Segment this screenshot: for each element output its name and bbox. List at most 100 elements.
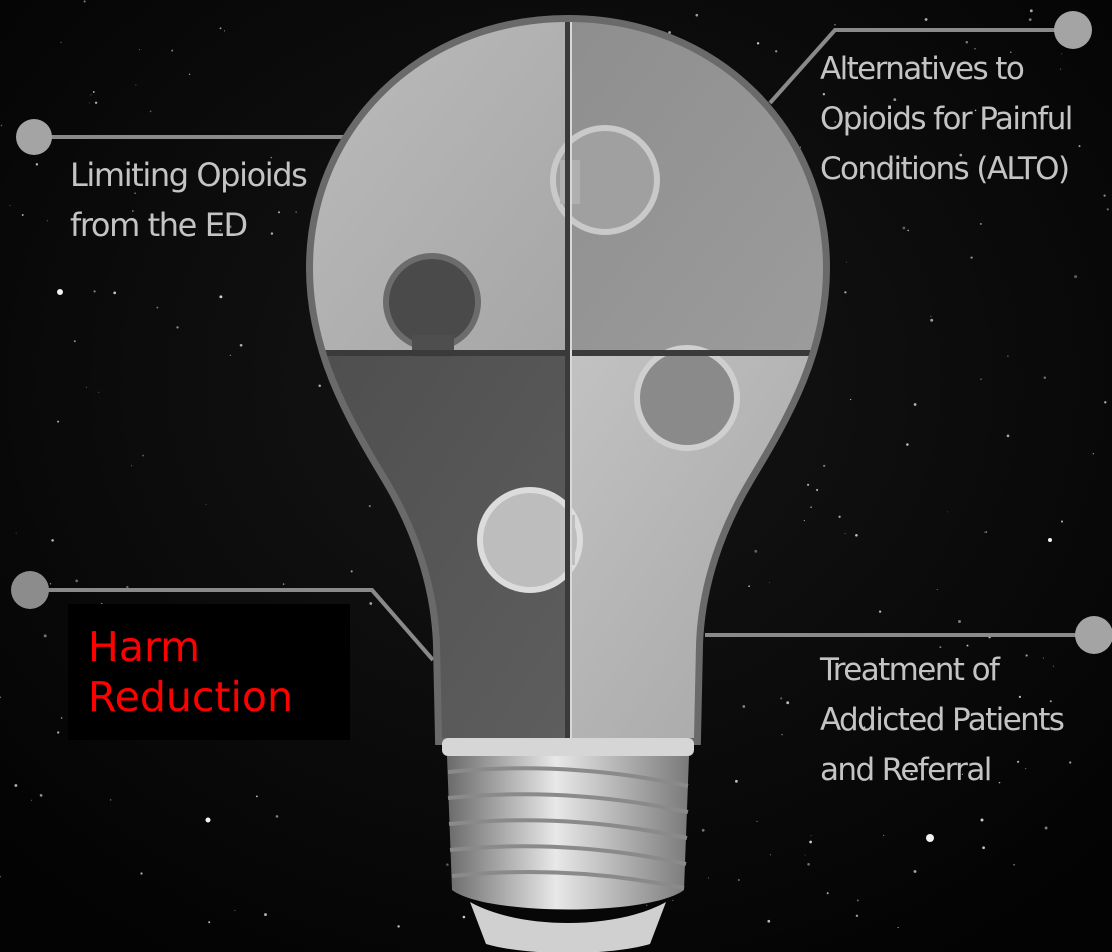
star bbox=[1043, 376, 1046, 379]
star bbox=[57, 420, 60, 423]
star bbox=[142, 454, 145, 457]
star bbox=[229, 354, 231, 356]
star bbox=[892, 162, 894, 164]
star bbox=[844, 533, 846, 535]
star bbox=[672, 899, 674, 902]
label-alto: Alternatives to Opioids for Painful Cond… bbox=[820, 44, 1073, 194]
label-line: Conditions (ALTO) bbox=[820, 151, 1070, 187]
star bbox=[810, 506, 812, 508]
star bbox=[781, 733, 783, 736]
star bbox=[834, 121, 836, 123]
star bbox=[397, 925, 400, 928]
star bbox=[855, 914, 859, 917]
star bbox=[277, 211, 281, 214]
star bbox=[1007, 355, 1009, 358]
star bbox=[90, 94, 92, 96]
star bbox=[350, 570, 353, 573]
star bbox=[845, 261, 847, 263]
star bbox=[75, 579, 79, 583]
puzzle-pieces bbox=[313, 22, 823, 738]
star bbox=[188, 73, 191, 76]
star bbox=[849, 398, 852, 401]
label-line: Limiting Opioids bbox=[70, 156, 308, 194]
star bbox=[282, 583, 285, 585]
connector-limiting bbox=[16, 119, 355, 155]
star bbox=[135, 84, 137, 86]
star bbox=[49, 583, 52, 585]
star bbox=[295, 211, 297, 213]
star bbox=[742, 705, 746, 708]
star bbox=[1061, 53, 1063, 55]
star bbox=[94, 101, 98, 105]
star bbox=[930, 315, 932, 317]
star bbox=[939, 646, 942, 649]
star bbox=[98, 391, 100, 393]
star bbox=[826, 892, 829, 895]
label-line: from the ED bbox=[70, 206, 248, 244]
star bbox=[1092, 453, 1095, 455]
star bbox=[947, 511, 948, 513]
star bbox=[707, 877, 709, 879]
star bbox=[92, 91, 95, 93]
star bbox=[982, 846, 985, 850]
label-line: Reduction bbox=[88, 673, 293, 721]
star bbox=[270, 156, 273, 159]
star bbox=[809, 840, 812, 844]
star bbox=[176, 326, 179, 329]
star bbox=[1069, 761, 1072, 764]
star bbox=[239, 343, 243, 347]
star bbox=[961, 773, 964, 776]
star bbox=[1013, 863, 1015, 866]
star bbox=[1029, 9, 1033, 13]
star bbox=[807, 483, 810, 486]
connector-treatment bbox=[705, 616, 1112, 654]
star bbox=[1103, 194, 1106, 197]
star bbox=[1010, 51, 1012, 53]
star bbox=[907, 229, 910, 232]
star bbox=[275, 815, 279, 818]
star bbox=[93, 290, 96, 293]
harm-reduction-box: Harm Reduction bbox=[68, 604, 350, 740]
bulb-screw-base bbox=[447, 756, 689, 952]
star bbox=[139, 49, 140, 51]
star bbox=[863, 726, 866, 729]
star bbox=[60, 717, 63, 719]
bright-star bbox=[57, 289, 63, 295]
star bbox=[668, 31, 671, 34]
star bbox=[735, 779, 738, 783]
connector-harm bbox=[11, 571, 435, 662]
star bbox=[270, 232, 274, 235]
star bbox=[131, 465, 133, 467]
star bbox=[57, 731, 60, 734]
star bbox=[73, 340, 76, 343]
star bbox=[980, 223, 982, 225]
label-line: Treatment of bbox=[820, 652, 1000, 688]
star bbox=[823, 464, 826, 468]
star bbox=[132, 210, 134, 212]
star bbox=[701, 828, 705, 832]
star bbox=[219, 27, 222, 30]
bright-star bbox=[926, 834, 934, 842]
star bbox=[113, 291, 117, 295]
star bbox=[256, 795, 258, 798]
star bbox=[862, 175, 865, 178]
star bbox=[318, 384, 321, 388]
star bbox=[748, 585, 750, 588]
star bbox=[1106, 208, 1109, 211]
star bbox=[1044, 826, 1048, 830]
star bbox=[913, 403, 917, 406]
star bbox=[1060, 520, 1064, 523]
star bbox=[756, 42, 760, 45]
star bbox=[205, 503, 207, 506]
star bbox=[1052, 665, 1054, 667]
label-line: Harm bbox=[88, 623, 201, 671]
label-treatment: Treatment of Addicted Patients and Refer… bbox=[820, 645, 1065, 795]
star bbox=[0, 696, 2, 699]
star bbox=[126, 162, 128, 164]
star bbox=[810, 835, 812, 837]
star bbox=[140, 872, 143, 875]
star bbox=[913, 870, 917, 873]
star bbox=[974, 48, 976, 50]
star bbox=[998, 781, 1001, 784]
